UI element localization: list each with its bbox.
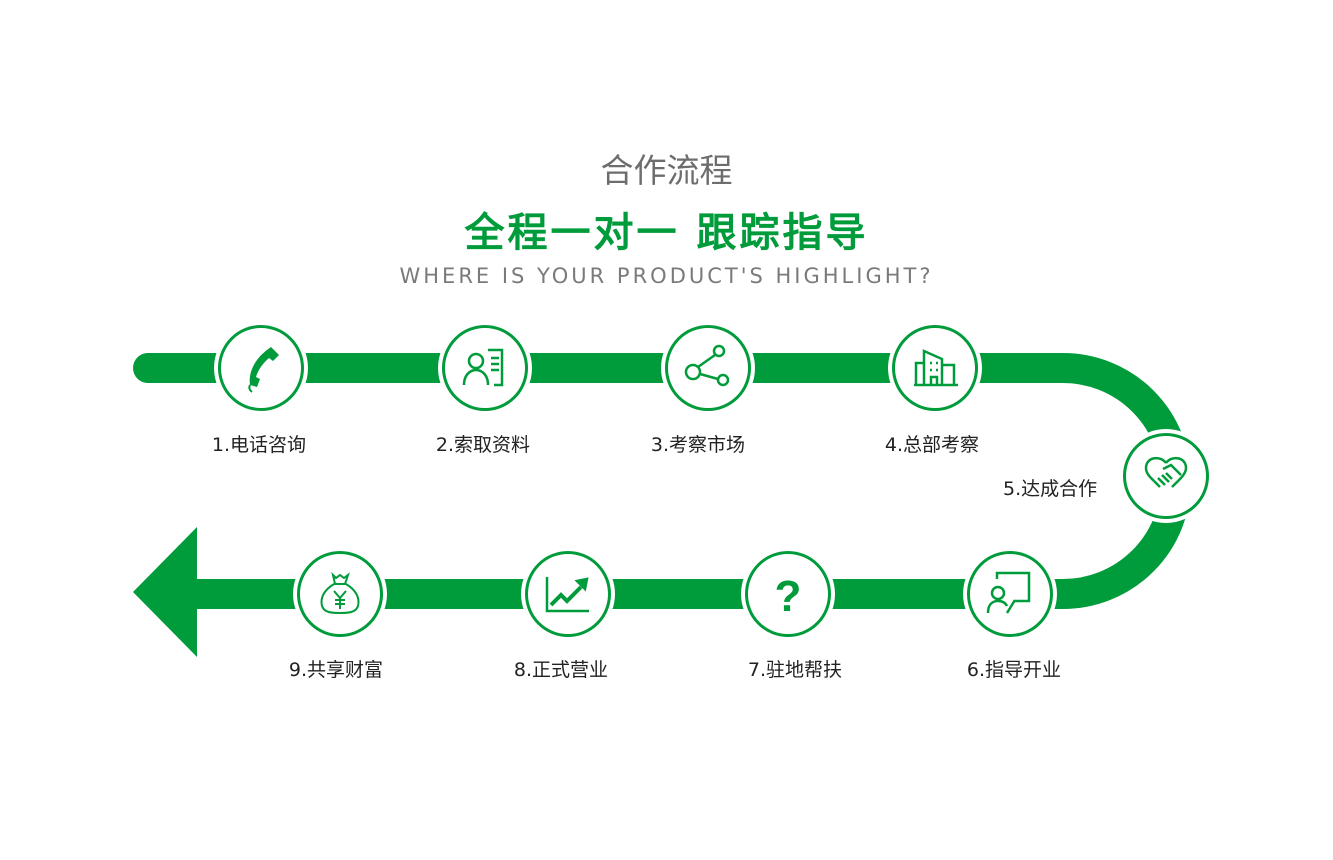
- growth-chart-icon: [545, 577, 589, 613]
- step-8-node: [521, 547, 615, 641]
- step-6-label: 6.指导开业: [966, 659, 1062, 681]
- arrow-head: [133, 527, 197, 657]
- section-subtitle: WHERE IS YOUR PRODUCT'S HIGHLIGHT?: [399, 264, 934, 288]
- profile-document-icon: [462, 348, 504, 387]
- step-7-label: 7.驻地帮扶: [747, 659, 843, 681]
- question-icon: ?: [775, 572, 802, 619]
- step-5-label: 5.达成合作: [1003, 478, 1098, 500]
- step-1-label: 1.电话咨询: [211, 434, 307, 456]
- step-3-node: [661, 321, 755, 415]
- step-9-node: [293, 547, 387, 641]
- step-4-node: [888, 321, 982, 415]
- building-icon: [914, 349, 958, 387]
- step-2-node: [438, 321, 532, 415]
- step-6-node: [963, 547, 1057, 641]
- step-2-label: 2.索取资料: [435, 434, 531, 456]
- teacher-board-icon: [986, 571, 1031, 614]
- section-headline: 全程一对一 跟踪指导: [464, 210, 869, 256]
- step-4-label: 4.总部考察: [884, 434, 980, 456]
- step-5-node: [1119, 429, 1213, 523]
- step-9-label: 9.共享财富: [288, 659, 384, 681]
- share-nodes-icon: [684, 344, 730, 387]
- svg-text:?: ?: [775, 572, 802, 619]
- track-start-cap: [133, 353, 163, 383]
- step-3-label: 3.考察市场: [650, 434, 746, 456]
- step-1-node: [214, 321, 308, 415]
- step-8-label: 8.正式营业: [513, 659, 609, 681]
- step-7-node: ?: [741, 547, 835, 641]
- handshake-icon: [1144, 456, 1188, 488]
- money-bag-icon: [320, 571, 360, 615]
- section-title: 合作流程: [600, 151, 733, 190]
- phone-icon: [248, 347, 279, 393]
